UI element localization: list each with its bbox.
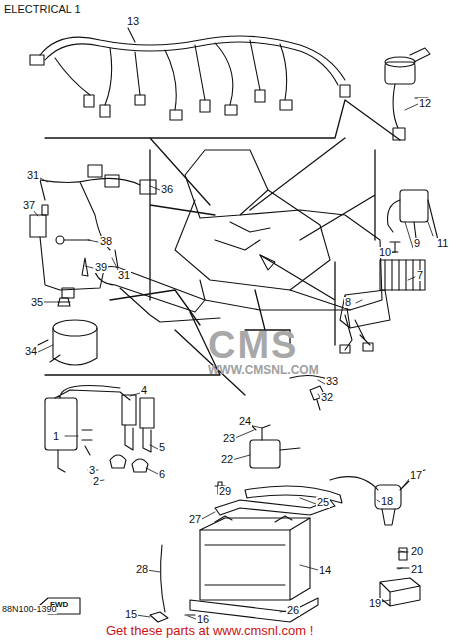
callout-number: 31 (26, 170, 40, 181)
callout-number: 6 (158, 469, 166, 480)
callout-number: 32 (320, 392, 334, 403)
switch-harness (30, 165, 156, 298)
callout-number: 33 (325, 376, 339, 387)
callout-number: 15 (124, 609, 138, 620)
regulator-part (388, 190, 439, 252)
callout-number: 36 (160, 184, 174, 195)
callout-number: 8 (344, 297, 352, 308)
callout-number: 24 (238, 416, 252, 427)
battery (150, 486, 342, 622)
callout-number: 19 (368, 598, 382, 609)
callout-number: 13 (126, 16, 140, 27)
callout-number: 14 (318, 565, 332, 576)
part-number: 88N100-1390 (2, 605, 57, 614)
callout-number: 27 (188, 514, 202, 525)
callout-number: 4 (140, 385, 148, 396)
wire-harness (30, 28, 350, 120)
ignition-switch (385, 48, 430, 140)
callout-number: 5 (158, 442, 166, 453)
callout-number: 10 (378, 247, 392, 258)
fuse-holder (330, 470, 425, 606)
callout-number: 37 (22, 200, 36, 211)
callout-number: 21 (410, 564, 424, 575)
callout-number: 20 (410, 546, 424, 557)
callout-number: 25 (316, 497, 330, 508)
diagram-title: ELECTRICAL 1 (4, 4, 81, 15)
callout-number: 34 (24, 346, 38, 357)
starter-relay (38, 298, 97, 365)
callout-number: 35 (30, 297, 44, 308)
direction-label: FWD (50, 601, 68, 609)
callout-number: 31 (117, 270, 131, 281)
callout-number: 26 (286, 605, 300, 616)
callout-number: 11 (436, 238, 449, 249)
callout-number: 1 (52, 431, 60, 442)
callout-number: 17 (409, 470, 423, 481)
callout-number: 22 (220, 454, 234, 465)
snowmobile-body (95, 150, 382, 322)
callout-number: 18 (380, 496, 394, 507)
starter-relay-bracket (215, 425, 335, 515)
callout-number: 3 (88, 465, 96, 476)
group-brackets (45, 100, 400, 395)
banner-text: Get these parts at www.cmsnl.com ! (106, 624, 313, 637)
callout-number: 7 (416, 270, 424, 281)
cdi-unit (340, 260, 425, 353)
callout-number: 2 (92, 476, 100, 487)
callout-number: 29 (218, 486, 232, 497)
watermark: CMS (208, 326, 298, 364)
watermark: WWW.CMSNL.COM (208, 364, 319, 376)
leader-lines (33, 104, 433, 619)
ignition-coil (45, 386, 154, 472)
callout-number: 23 (222, 433, 236, 444)
callout-number: 12 (418, 98, 432, 109)
callout-number: 38 (99, 236, 113, 247)
callout-number: 9 (413, 238, 421, 249)
callout-number: 28 (135, 564, 149, 575)
callout-number: 39 (94, 262, 108, 273)
